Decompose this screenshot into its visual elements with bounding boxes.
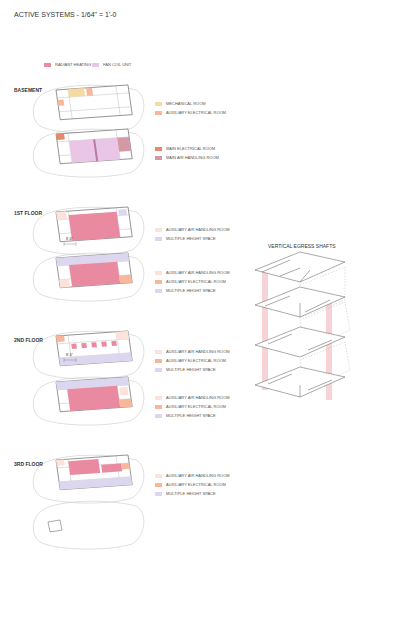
legend-swatch — [155, 414, 162, 418]
legend-swatch — [155, 111, 162, 115]
legend-row: MAIN ELECTRICAL ROOM — [155, 146, 215, 151]
dimension-label: 8'-6" — [66, 238, 73, 242]
legend-swatch — [155, 156, 162, 160]
legend-text: MAIN ELECTRICAL ROOM — [166, 146, 215, 151]
legend-swatch — [155, 280, 162, 284]
legend-swatch — [155, 271, 162, 275]
legend-row: AUXILIARY ELECTRICAL ROOM — [155, 110, 226, 115]
legend-row: MULTIPLE HEIGHT SPACE — [155, 236, 216, 241]
floor-heading: 1ST FLOOR — [14, 211, 42, 216]
legend-text: AUXILIARY ELECTRICAL ROOM — [166, 279, 226, 284]
legend-swatch — [155, 483, 162, 487]
legend-text: MULTIPLE HEIGHT SPACE — [166, 288, 216, 293]
legend-row: MECHANICAL ROOM — [155, 101, 206, 106]
dimension-label: 8'-6" — [66, 354, 73, 358]
legend-text: MAIN AIR HANDLING ROOM — [166, 155, 219, 160]
floor-heading: 2ND FLOOR — [14, 338, 43, 343]
legend-text: AUXILIARY AIR HANDLING ROOM — [166, 349, 230, 354]
legend-row: FAN COIL UNIT — [92, 62, 132, 67]
legend-text: MULTIPLE HEIGHT SPACE — [166, 413, 216, 418]
legend-row: MAIN AIR HANDLING ROOM — [155, 155, 219, 160]
legend-swatch — [155, 359, 162, 363]
legend-row: RADIANT HEATING — [44, 62, 91, 67]
floor-heading: 3RD FLOOR — [14, 462, 43, 467]
legend-row: AUXILIARY AIR HANDLING ROOM — [155, 395, 230, 400]
legend-text: AUXILIARY AIR HANDLING ROOM — [166, 227, 230, 232]
legend-row: AUXILIARY ELECTRICAL ROOM — [155, 482, 226, 487]
legend-row: AUXILIARY AIR HANDLING ROOM — [155, 270, 230, 275]
legend-text: MULTIPLE HEIGHT SPACE — [166, 236, 216, 241]
legend-text: MULTIPLE HEIGHT SPACE — [166, 367, 216, 372]
legend-text: RADIANT HEATING — [55, 62, 91, 67]
floor-heading: BASEMENT — [14, 88, 42, 93]
legend-text: AUXILIARY AIR HANDLING ROOM — [166, 270, 230, 275]
section-heading: VERTICAL EGRESS SHAFTS — [268, 244, 336, 249]
legend-text: MECHANICAL ROOM — [166, 101, 206, 106]
legend-swatch — [155, 237, 162, 241]
legend-row: AUXILIARY AIR HANDLING ROOM — [155, 349, 230, 354]
legend-row: MULTIPLE HEIGHT SPACE — [155, 367, 216, 372]
legend-swatch — [155, 368, 162, 372]
legend-swatch — [155, 102, 162, 106]
legend-text: AUXILIARY ELECTRICAL ROOM — [166, 404, 226, 409]
legend-text: AUXILIARY AIR HANDLING ROOM — [166, 473, 230, 478]
legend-text: FAN COIL UNIT — [103, 62, 132, 67]
legend-swatch — [92, 63, 99, 67]
legend-swatch — [155, 228, 162, 232]
legend-swatch — [44, 63, 51, 67]
legend-text: AUXILIARY ELECTRICAL ROOM — [166, 358, 226, 363]
legend-swatch — [155, 289, 162, 293]
legend-text: AUXILIARY AIR HANDLING ROOM — [166, 395, 230, 400]
title: ACTIVE SYSTEMS - 1/64" = 1'-0 — [14, 11, 116, 18]
legend-text: AUXILIARY ELECTRICAL ROOM — [166, 110, 226, 115]
legend-row: AUXILIARY ELECTRICAL ROOM — [155, 358, 226, 363]
legend-swatch — [155, 405, 162, 409]
legend-row: AUXILIARY ELECTRICAL ROOM — [155, 279, 226, 284]
legend-text: MULTIPLE HEIGHT SPACE — [166, 491, 216, 496]
legend-row: AUXILIARY AIR HANDLING ROOM — [155, 227, 230, 232]
legend-text: AUXILIARY ELECTRICAL ROOM — [166, 482, 226, 487]
legend-swatch — [155, 396, 162, 400]
legend-swatch — [155, 147, 162, 151]
legend-row: AUXILIARY AIR HANDLING ROOM — [155, 473, 230, 478]
legend-row: MULTIPLE HEIGHT SPACE — [155, 491, 216, 496]
legend-row: AUXILIARY ELECTRICAL ROOM — [155, 404, 226, 409]
legend-row: MULTIPLE HEIGHT SPACE — [155, 288, 216, 293]
legend-swatch — [155, 350, 162, 354]
legend-swatch — [155, 474, 162, 478]
legend-row: MULTIPLE HEIGHT SPACE — [155, 413, 216, 418]
legend-swatch — [155, 492, 162, 496]
